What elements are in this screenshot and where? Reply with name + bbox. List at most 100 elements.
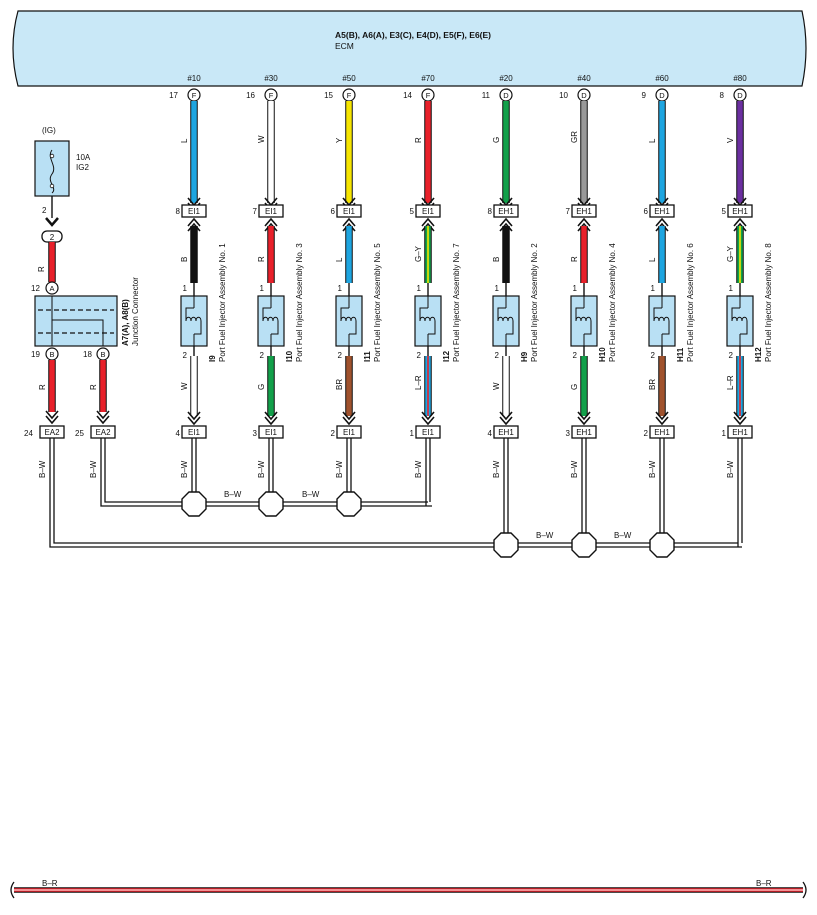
bottom-connector-box: [258, 425, 284, 439]
bottom-wire-code: L–R: [414, 375, 423, 390]
top-connector-box: [727, 204, 753, 218]
injector-coil-icon: [497, 296, 514, 346]
injector-code: H11: [676, 347, 685, 362]
injector-code: H12: [754, 347, 763, 362]
fuse-supply-label: (IG): [42, 126, 56, 135]
injector-pin2: 2: [495, 351, 500, 360]
bottom-wire-code: G: [257, 384, 266, 390]
ground-wire: [737, 438, 743, 547]
ecm-pin-letter: D: [659, 91, 665, 100]
top-connector-pin: 5: [410, 207, 415, 216]
bottom-wire-chevron-icon: [577, 411, 591, 426]
injector-coil-icon: [340, 296, 357, 346]
mid-wire-code: L: [648, 257, 657, 262]
junction-name: Junction Connector: [131, 277, 140, 346]
bottom-connector-box: [727, 425, 753, 439]
bottom-bus-cap-left: [10, 881, 15, 899]
top-connector-box: [181, 204, 207, 218]
top-connector-box: [415, 204, 441, 218]
ecm-block: A5(B), A6(A), E3(C), E4(D), E5(F), E6(E)…: [12, 10, 807, 87]
injector-signal-label: #20: [499, 74, 513, 83]
top-connector-pin: 5: [722, 207, 727, 216]
mid-wire-chevron-icon: [655, 217, 669, 232]
injector-name: Port Fuel Injector Assembly No. 6: [686, 243, 695, 362]
ground-connector-1: 24 EA2 B–W: [24, 425, 65, 478]
top-connector-label: EH1: [576, 207, 592, 216]
junction-connector: 12 A A7(A), A8(B) Junction Connector 19 …: [31, 277, 140, 425]
bottom-connector-label: EH1: [654, 428, 670, 437]
bottom-wire-chevron-icon: [187, 411, 201, 426]
mid-wire-code: B: [492, 257, 501, 262]
ground-connector-label: EA2: [95, 428, 111, 437]
bottom-bus-label-right: B–R: [756, 879, 772, 888]
ground-splice: [181, 491, 207, 517]
bottom-connector-box: [181, 425, 207, 439]
bottom-wire-code: L–R: [726, 375, 735, 390]
top-connector-label: EI1: [343, 207, 356, 216]
injector-name: Port Fuel Injector Assembly No. 3: [295, 243, 304, 362]
ground-bus: B–W B–W B–W B–W: [49, 438, 742, 548]
ecm-pin-letter: F: [269, 91, 274, 100]
bottom-connector-box: [415, 425, 441, 439]
top-connector-label: EI1: [422, 207, 435, 216]
injector-pin2: 2: [651, 351, 656, 360]
ground-bus-lower-label: B–W: [536, 531, 554, 540]
bottom-wire-chevron-icon: [264, 411, 278, 426]
bottom-connector-pin: 4: [176, 429, 181, 438]
injector-pin2: 2: [183, 351, 188, 360]
injector-code: H10: [598, 347, 607, 362]
ecm-pin-number: 16: [246, 91, 255, 100]
ground-wire: [581, 438, 587, 545]
bottom-connector-pin: 3: [253, 429, 258, 438]
injector-pin1: 1: [417, 284, 422, 293]
injector-code: I10: [285, 350, 294, 362]
injector-name: Port Fuel Injector Assembly No. 1: [218, 243, 227, 362]
junction-body: [34, 295, 118, 347]
bottom-wire-code: BR: [335, 379, 344, 390]
mid-wire-code: R: [257, 256, 266, 262]
bottom-wire-code: BR: [648, 379, 657, 390]
ecm-pin-number: 14: [403, 91, 412, 100]
injector-signal-label: #40: [577, 74, 591, 83]
ecm-pin-number: 11: [482, 91, 491, 100]
injector-pin1: 1: [573, 284, 578, 293]
ground-wire-code: B–W: [257, 460, 266, 478]
mid-wire-chevron-icon: [577, 217, 591, 232]
injector-name: Port Fuel Injector Assembly No. 2: [530, 243, 539, 362]
ground-connector-pin: 24: [24, 429, 33, 438]
fuse-terminal-top: [49, 153, 55, 159]
mid-wire-code: G–Y: [414, 245, 423, 262]
junction-in-wire-code: R: [37, 266, 46, 272]
top-wire-code: Y: [335, 137, 344, 143]
ground-wire: [425, 438, 431, 506]
junction-out2-wire-code: R: [89, 384, 98, 390]
ground-bus-upper: [100, 438, 432, 507]
mid-wire-code: G–Y: [726, 245, 735, 262]
ground-bus-upper-label: B–W: [302, 490, 320, 499]
top-connector-box: [649, 204, 675, 218]
top-wire-code: G: [492, 137, 501, 143]
fuse-pin-out: 2: [42, 206, 47, 215]
ecm-pin-letter: F: [347, 91, 352, 100]
top-connector-pin: 8: [176, 207, 181, 216]
fuse-chevron-icon: [45, 217, 59, 227]
fuse-terminal-bottom: [49, 183, 55, 189]
top-connector-label: EH1: [498, 207, 514, 216]
bottom-bus: B–R B–R: [10, 879, 807, 899]
bottom-connector-box: [571, 425, 597, 439]
ground-splice: [258, 491, 284, 517]
ground-connector-box: [39, 425, 65, 439]
ground-splice: [493, 532, 519, 558]
bottom-connector-label: EI1: [188, 428, 201, 437]
ground-connector-2: 25 EA2 B–W: [75, 425, 116, 478]
ground-wire: [503, 438, 509, 545]
ground-splice: [649, 532, 675, 558]
bottom-connector-pin: 1: [410, 429, 415, 438]
injector-pin2: 2: [573, 351, 578, 360]
bottom-connector-label: EI1: [265, 428, 278, 437]
fuse-name: IG2: [76, 163, 89, 172]
injector-name: Port Fuel Injector Assembly No. 7: [452, 243, 461, 362]
